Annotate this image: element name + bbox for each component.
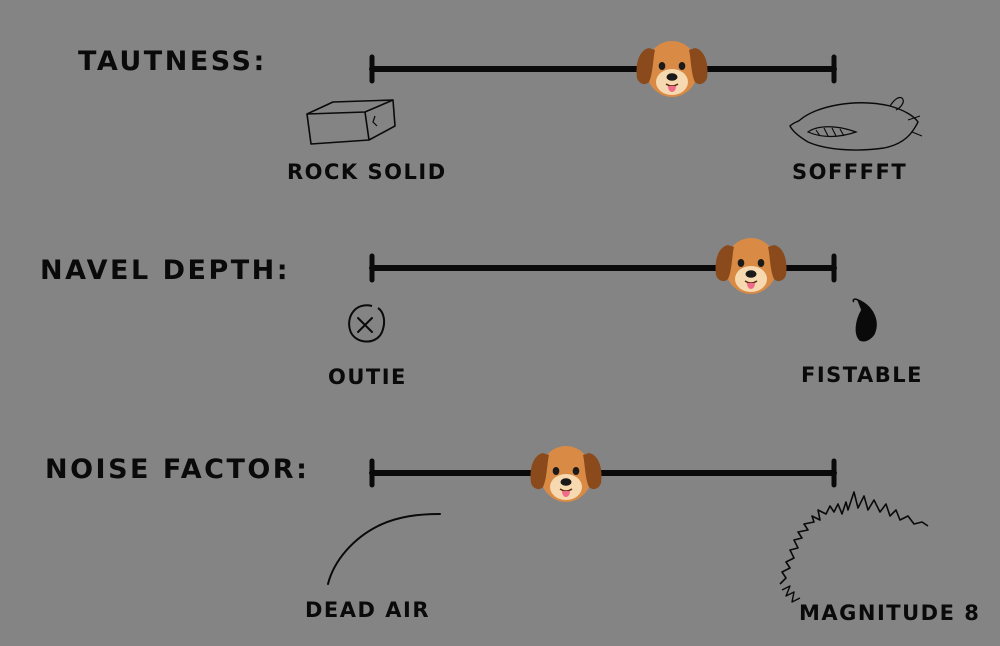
noise-factor-slider-handle[interactable] [527,439,605,509]
soffffft-label: SOFFFFT [792,160,908,184]
rock-solid-label: ROCK SOLID [287,160,447,184]
magnitude-8-label: MAGNITUDE 8 [799,601,981,625]
navel-depth-slider-handle[interactable] [712,231,790,301]
pillow-icon [789,96,923,151]
fistable-label: FISTABLE [801,363,923,387]
outie-label: OUTIE [328,365,407,389]
outie-navel-icon [348,304,386,343]
navel-depth-title: NAVEL DEPTH: [40,255,291,286]
noise-factor-title: NOISE FACTOR: [45,454,310,485]
tautness-title: TAUTNESS: [78,46,267,77]
flat-wave-icon [327,513,441,585]
deep-navel-icon [852,298,877,342]
brick-icon [306,99,396,145]
dead-air-label: DEAD AIR [305,598,431,622]
seismic-wave-icon [779,491,929,603]
tautness-slider-handle[interactable] [633,34,711,104]
